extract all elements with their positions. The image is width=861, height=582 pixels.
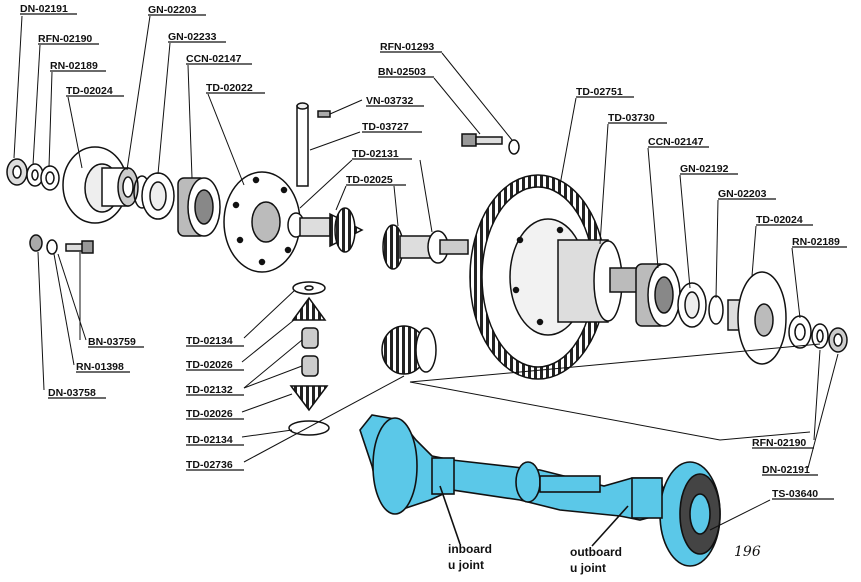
part-label: TD-02134	[186, 335, 233, 347]
outboard-label-line2: u joint	[570, 561, 606, 575]
outboard-annotation: outboard u joint	[570, 545, 622, 575]
part-label: DN-02191	[762, 464, 810, 476]
page-number: 196	[734, 544, 761, 560]
part-label: TS-03640	[772, 488, 818, 500]
thrust-washer-bottom-icon	[288, 420, 330, 436]
thrust-washer-top-icon	[292, 281, 326, 295]
lock-screw-icon	[317, 110, 331, 118]
part-label: BN-02503	[378, 66, 426, 78]
right-seal-icon	[677, 282, 707, 328]
part-label: RN-02189	[792, 236, 840, 248]
part-label: TD-03730	[608, 112, 655, 124]
part-label: GN-02233	[168, 31, 217, 43]
inboard-label-line2: u joint	[448, 558, 484, 572]
part-label: RN-02189	[50, 60, 98, 72]
part-label: TD-02736	[186, 459, 233, 471]
part-label: TD-02026	[186, 359, 233, 371]
diff-case-icon	[557, 239, 647, 323]
left-nut-icon	[6, 158, 28, 186]
left-flange-icon	[62, 146, 139, 224]
part-label: GN-02203	[718, 188, 767, 200]
left-washer-icon	[26, 163, 60, 191]
part-label: TD-02132	[186, 384, 233, 396]
part-label: TD-03727	[362, 121, 409, 133]
part-labels: DN-02191 RFN-02190 RN-02189 TD-02024 GN-…	[20, 3, 847, 500]
part-label: TD-02026	[186, 408, 233, 420]
part-label: DN-03758	[48, 387, 96, 399]
part-label: RN-01398	[76, 361, 124, 373]
part-label: RFN-01293	[380, 41, 434, 53]
part-label: VN-03732	[366, 95, 413, 107]
spider-gear-bottom-icon	[289, 385, 329, 412]
spider-shaft-bottom-icon	[301, 355, 319, 377]
right-washer-icon	[788, 315, 829, 349]
ring-gear-icon	[469, 174, 607, 380]
part-label: RFN-02190	[38, 33, 92, 45]
right-oring-icon	[708, 295, 724, 325]
part-label: DN-02191	[20, 3, 68, 15]
cross-pin-icon	[296, 102, 309, 187]
left-bolt-group-icon	[29, 234, 94, 255]
part-label: GN-02203	[148, 4, 197, 16]
part-label: TD-02751	[576, 86, 623, 98]
spider-gear-top-icon	[291, 296, 327, 321]
part-label: CCN-02147	[186, 53, 242, 65]
left-bearing-icon	[177, 177, 221, 237]
outboard-label: outboard	[570, 545, 622, 559]
side-gear-right-icon	[382, 224, 469, 270]
half-shaft-assembly	[359, 414, 721, 567]
pinion-gear-icon	[381, 325, 437, 375]
left-case-flange-icon	[223, 171, 301, 273]
part-label: BN-03759	[88, 336, 136, 348]
right-nut-icon	[828, 327, 848, 353]
part-label: TD-02134	[186, 434, 233, 446]
side-gear-left-icon	[287, 207, 364, 253]
ring-gear-bolt-icon	[461, 133, 520, 155]
part-label: TD-02131	[352, 148, 399, 160]
right-flange-icon	[727, 271, 787, 365]
left-seal-icon	[141, 172, 175, 220]
spider-shaft-top-icon	[301, 327, 319, 349]
part-label: TD-02024	[756, 214, 803, 226]
part-label: TD-02024	[66, 85, 113, 97]
part-label: TD-02025	[346, 174, 393, 186]
part-label: GN-02192	[680, 163, 729, 175]
inboard-label: inboard	[448, 542, 492, 556]
part-label: TD-02022	[206, 82, 253, 94]
right-bearing-icon	[635, 263, 681, 327]
part-label: CCN-02147	[648, 136, 704, 148]
inboard-annotation: inboard u joint	[448, 542, 492, 572]
part-label: RFN-02190	[752, 437, 806, 449]
